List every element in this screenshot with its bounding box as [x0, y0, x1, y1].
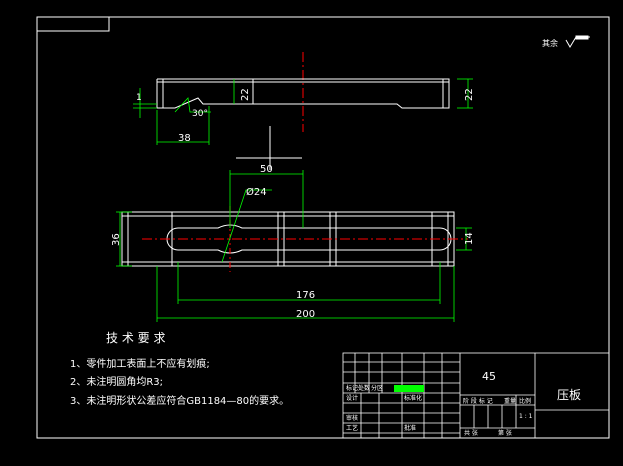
top-view: 50 Ø24 36 14 176 200: [111, 126, 475, 322]
tb-label-mark: 标记: [346, 384, 358, 392]
tb-sheet-number: 第 张: [498, 429, 512, 437]
frame-border: [36, 16, 610, 439]
dim-hole-diameter: Ø24: [246, 186, 267, 198]
dim-thickness-left: 22: [240, 88, 251, 101]
tb-total-sheets: 共 张: [464, 429, 478, 437]
tech-requirements-heading: 技 术 要 求: [106, 331, 165, 345]
dim-chamfer-angle: 30°: [192, 109, 208, 119]
front-view-outline: [156, 78, 450, 109]
dim-width: 36: [111, 233, 122, 246]
frame-corner-box: [36, 16, 110, 32]
dim-slot-width: 14: [464, 232, 475, 245]
tb-weight-label: 重量: [504, 397, 516, 405]
surface-finish-label: 其余: [542, 38, 558, 48]
front-view: 1 30° 38 22 22: [133, 52, 475, 145]
tb-material: 45: [482, 370, 496, 383]
tb-label-process: 工艺: [346, 424, 358, 432]
tb-label-count: 处数: [358, 384, 370, 392]
dim-center-offset: 50: [260, 164, 273, 175]
tb-scale-label: 比例: [519, 397, 531, 405]
center-crosshair: [236, 126, 302, 170]
tech-requirement-3: 3、未注明形状公差应符合GB1184—80的要求。: [70, 394, 289, 407]
tb-stage-label: 阶 段 标 记: [463, 397, 493, 405]
dim-total-length: 200: [296, 309, 315, 320]
tb-label-approve: 批准: [404, 424, 416, 432]
technical-requirements: 技 术 要 求 1、零件加工表面上不应有划痕; 2、未注明圆角均R3; 3、未注…: [70, 331, 289, 407]
tb-label-standard: 标准化: [404, 394, 422, 402]
title-block-grid: [342, 352, 610, 439]
tb-label-design: 设计: [346, 394, 358, 402]
top-view-dimensions: [116, 170, 472, 322]
drawing-frame: [36, 16, 610, 439]
slot-outline: [166, 224, 452, 254]
surface-roughness-symbol-icon: [565, 35, 590, 48]
tb-scale-value: 1 : 1: [519, 413, 533, 420]
tb-label-zone: 分区: [371, 384, 383, 392]
tech-requirement-1: 1、零件加工表面上不应有划痕;: [70, 357, 210, 370]
tb-part-name: 压板: [557, 388, 581, 402]
tb-label-review: 审核: [346, 414, 358, 422]
title-block: 标记 处数 分区 设计 审核 工艺 标准化 批准 45 压板 阶 段 标 记 重…: [342, 352, 610, 439]
dim-thickness-right: 22: [464, 88, 475, 101]
front-view-dimensions: [133, 78, 473, 145]
tech-requirement-2: 2、未注明圆角均R3;: [70, 375, 163, 388]
dim-slot-start: 38: [178, 133, 191, 144]
title-block-highlight: [394, 385, 424, 392]
dim-step-height: 1: [136, 93, 142, 103]
dim-slot-length: 176: [296, 290, 315, 301]
surface-finish-note: 其余: [542, 35, 590, 48]
